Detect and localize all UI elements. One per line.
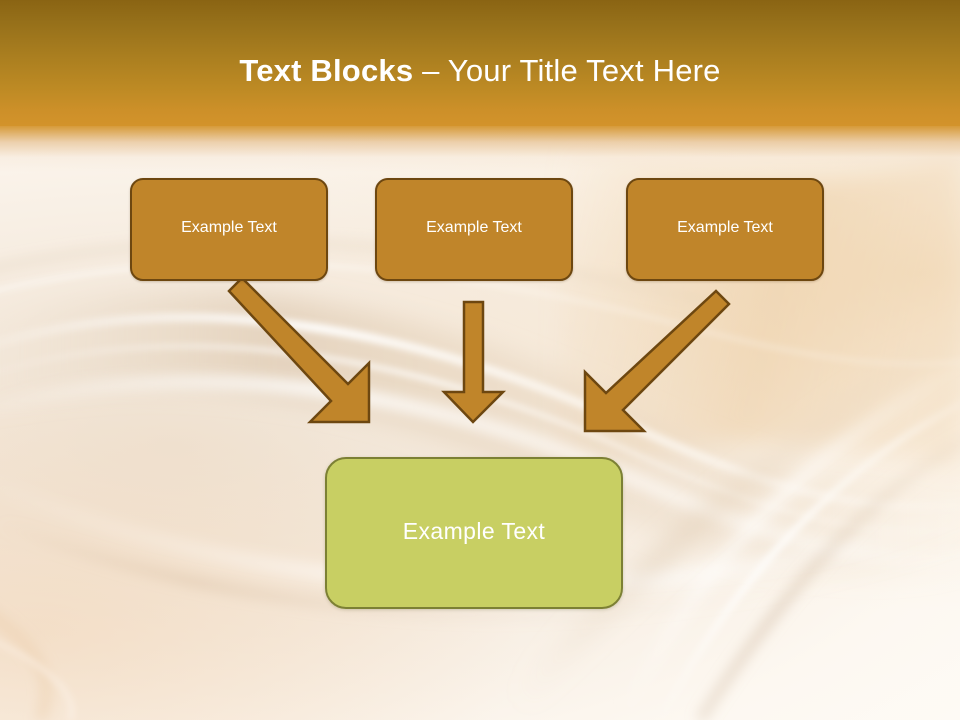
title-banner-fade [0, 126, 960, 172]
arrow-right-diagonal-icon [583, 289, 731, 433]
text-block-2-label: Example Text [426, 218, 522, 236]
title-banner [0, 0, 960, 126]
page-title: Text Blocks – Your Title Text Here [0, 52, 960, 90]
text-block-1-label: Example Text [181, 218, 277, 236]
page-title-bold: Text Blocks [239, 53, 414, 88]
arrow-left-diagonal-icon [227, 276, 371, 424]
text-block-3[interactable]: Example Text [626, 178, 824, 281]
text-block-result-label: Example Text [402, 517, 546, 544]
text-block-3-label: Example Text [677, 218, 773, 236]
page-title-separator: – [413, 53, 448, 88]
text-block-2[interactable]: Example Text [375, 178, 573, 281]
page-title-regular: Your Title Text Here [447, 53, 721, 88]
text-block-1[interactable]: Example Text [130, 178, 328, 281]
arrow-center-vertical-icon [441, 300, 507, 424]
text-block-result[interactable]: Example Text [325, 457, 623, 609]
